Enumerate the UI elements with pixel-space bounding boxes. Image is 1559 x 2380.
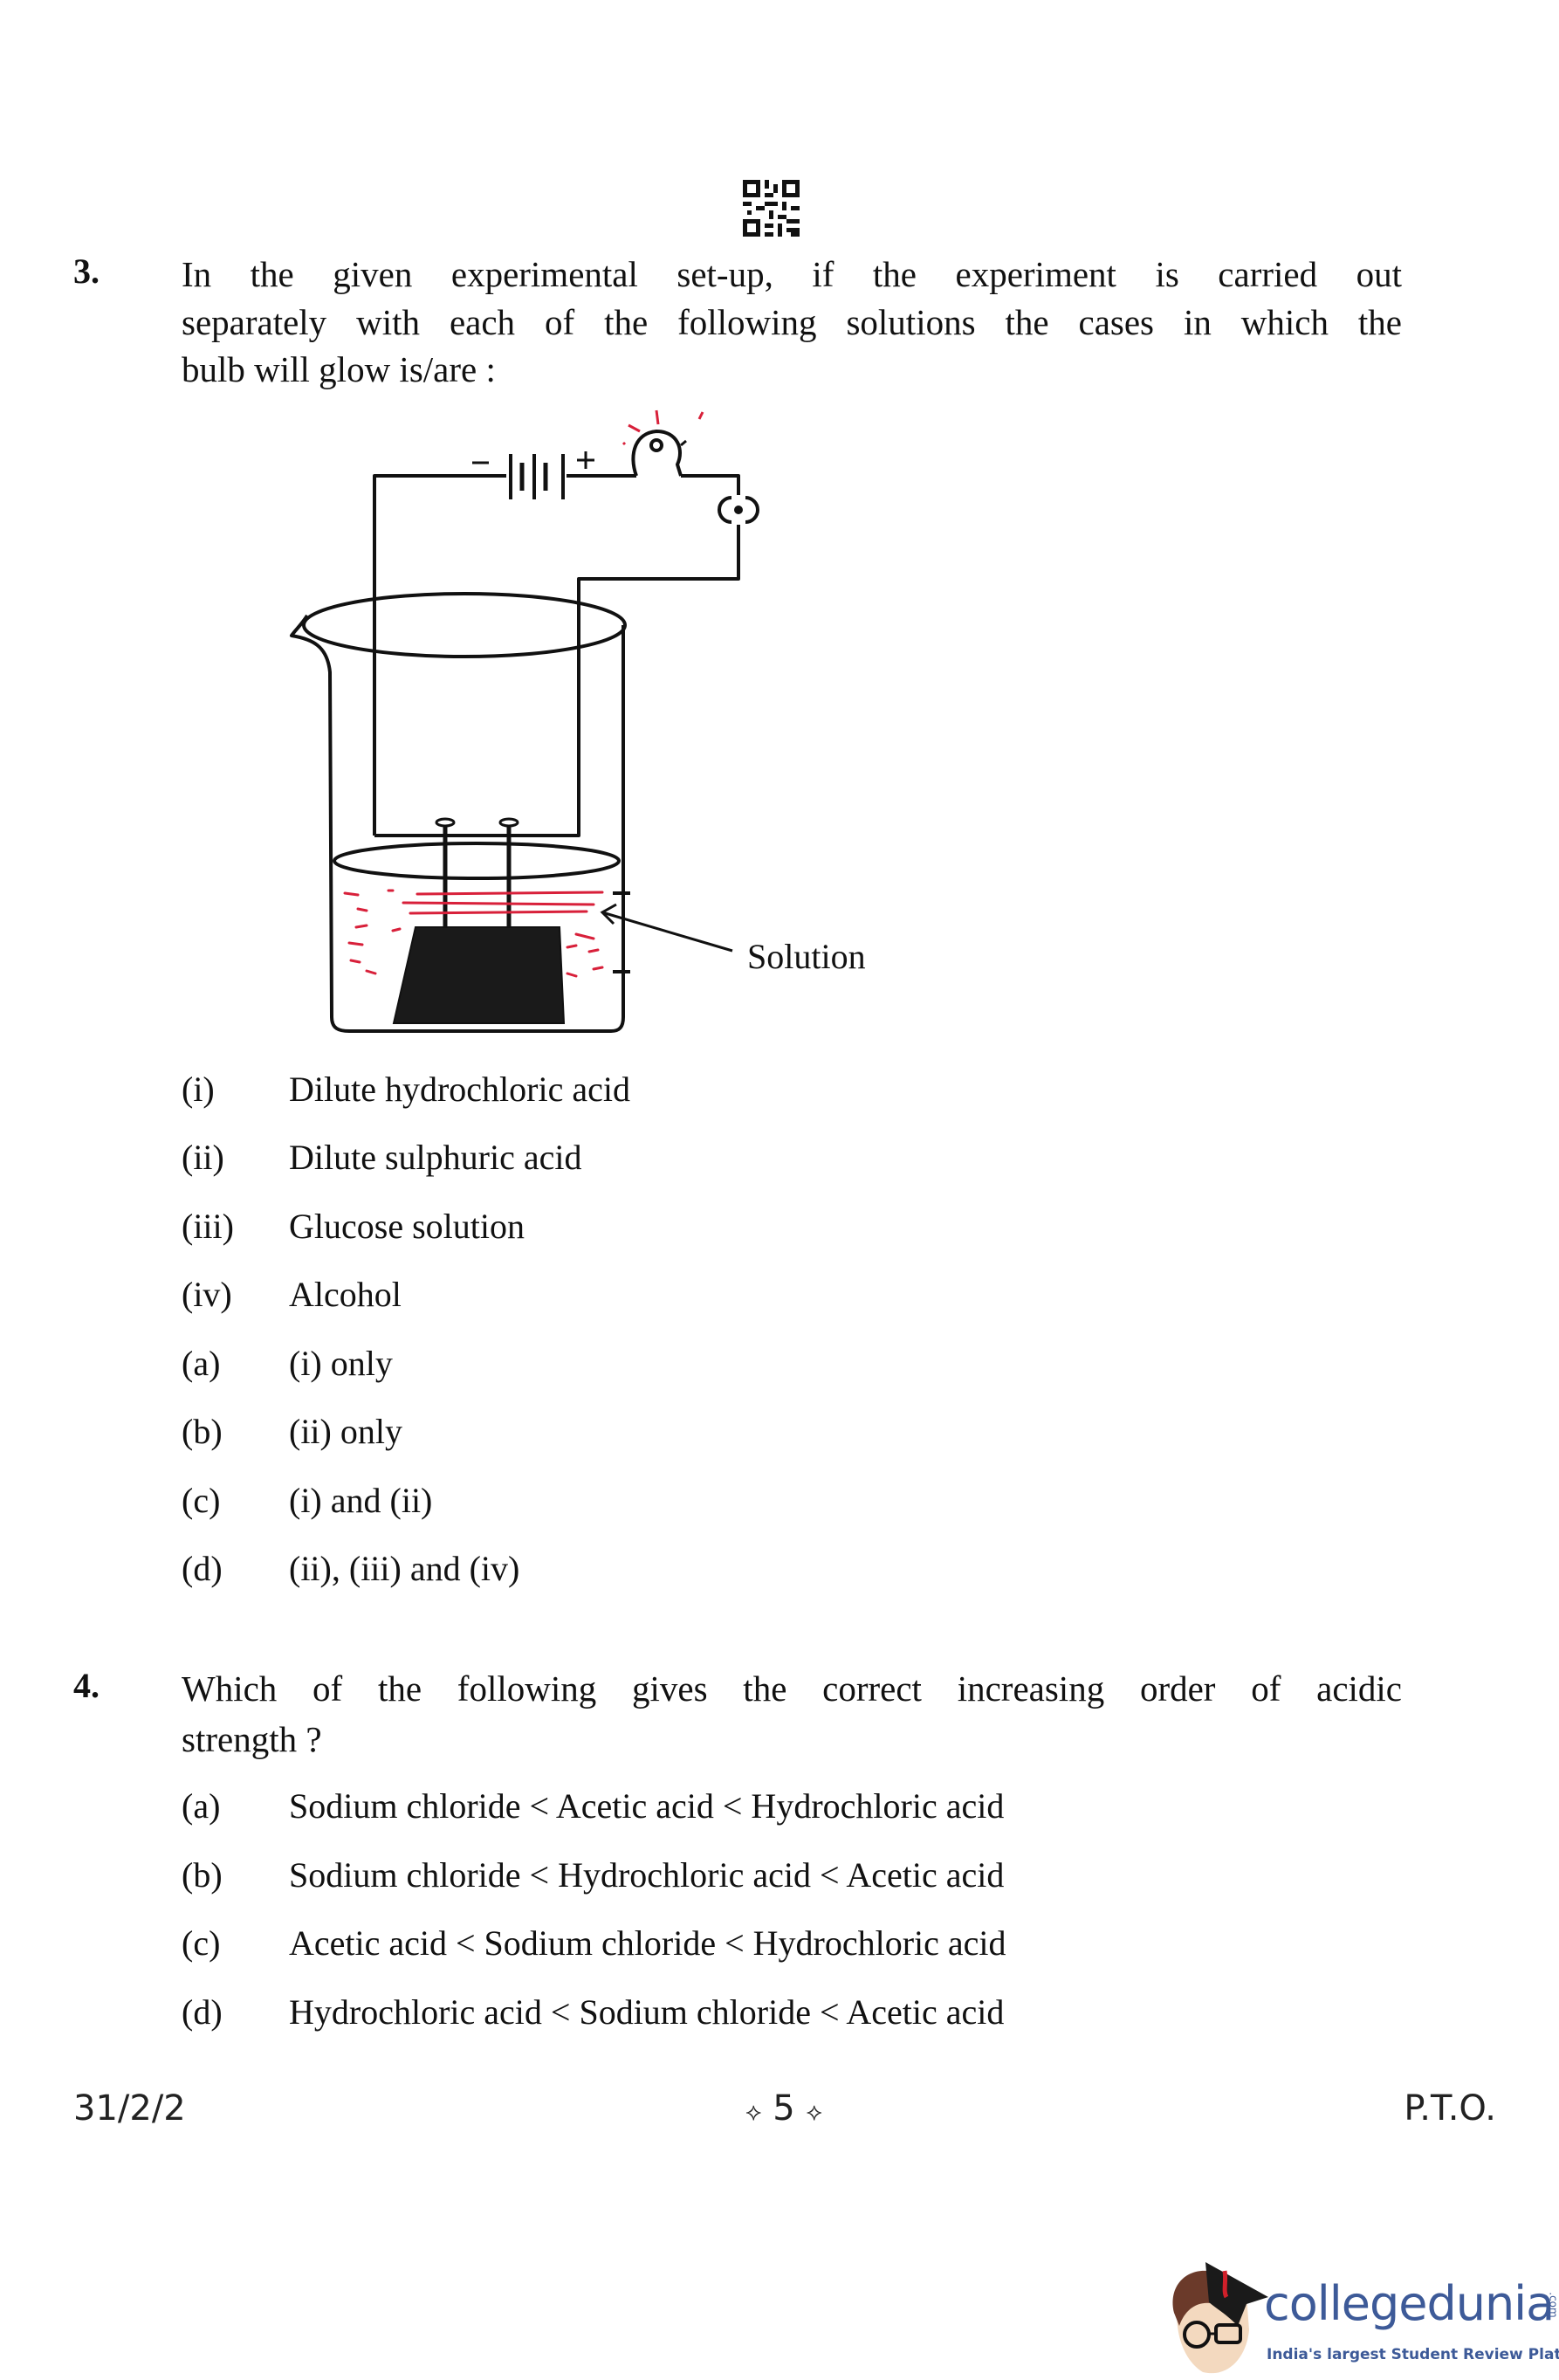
question-3-text-line-1: In the given experimental set-up, if the… — [182, 254, 1402, 294]
question-4-number: 4. — [73, 1666, 100, 1705]
question-4-text-line-2: strength ? — [182, 1719, 322, 1759]
bulb-glow-icon — [622, 409, 704, 446]
mascot-icon — [1172, 2262, 1268, 2374]
question-3-text-line-2: separately with each of the following so… — [182, 302, 1402, 342]
battery-icon — [472, 451, 594, 499]
cork-stand — [392, 926, 566, 1024]
ornament-icon: ⟡ — [745, 2097, 762, 2126]
arrow-icon — [600, 903, 733, 953]
beaker-icon — [290, 592, 630, 1033]
switch-icon — [718, 496, 759, 524]
solution-marks — [343, 889, 604, 978]
bulb-icon — [631, 430, 687, 477]
qr-code-icon — [743, 180, 800, 237]
logo-wordmark: collegedunia — [1264, 2276, 1555, 2331]
question-4-text-line-1: Which of the following gives the correct… — [182, 1668, 1402, 1709]
page-number: ⟡ 5 ⟡ — [745, 2088, 822, 2129]
diagram-label-solution: Solution — [747, 937, 866, 976]
question-3-number: 3. — [73, 251, 100, 291]
question-3-text-line-3: bulb will glow is/are : — [182, 349, 496, 389]
logo-suffix: .com — [1547, 2292, 1559, 2318]
circuit-wire — [373, 474, 740, 837]
conductivity-experiment-diagram — [290, 409, 759, 1033]
paper-code: 31/2/2 — [73, 2088, 186, 2129]
logo-tagline: India's largest Student Review Platform — [1267, 2346, 1559, 2363]
ornament-icon: ⟡ — [806, 2097, 822, 2126]
collegedunia-logo: collegedunia .com India's largest Studen… — [1157, 2253, 1559, 2380]
please-turn-over: P.T.O. — [1404, 2088, 1496, 2129]
